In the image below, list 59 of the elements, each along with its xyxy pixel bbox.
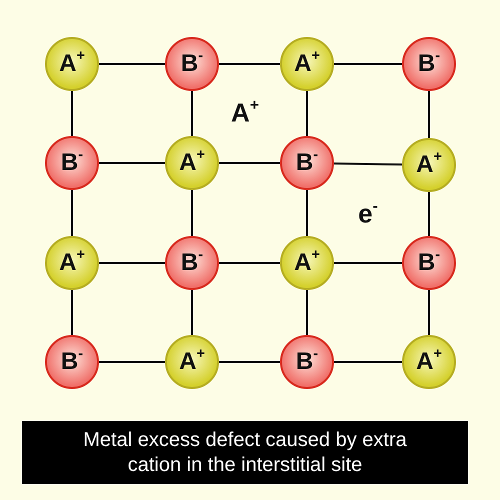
cation-circle	[280, 37, 334, 91]
connector-line	[334, 361, 402, 363]
ion-symbol: B$^{-}$	[418, 50, 440, 78]
ion-symbol: A$^{+}$	[179, 348, 205, 376]
connector-line	[71, 290, 73, 335]
anion-circle	[280, 136, 334, 190]
anion-circle	[165, 236, 219, 290]
ion-symbol: A$^{+}$	[294, 50, 320, 78]
ion-symbol: A$^{+}$	[59, 50, 85, 78]
anion-circle	[45, 136, 99, 190]
connector-line	[334, 262, 402, 264]
anion-circle	[280, 335, 334, 389]
connector-line	[219, 63, 280, 65]
connector-line	[99, 63, 165, 65]
anion-circle	[165, 37, 219, 91]
connector-line	[71, 91, 73, 136]
ion-symbol: A$^{+}$	[416, 151, 442, 179]
cation-circle	[165, 136, 219, 190]
connector-line	[191, 91, 193, 136]
ion-symbol: B$^{-}$	[418, 249, 440, 277]
ion-symbol: B$^{-}$	[60, 348, 84, 376]
anion-circle	[402, 236, 456, 290]
cation-circle	[45, 37, 99, 91]
cation-circle	[402, 138, 456, 192]
connector-line	[306, 290, 308, 335]
connector-line	[428, 290, 430, 335]
ion-symbol: A$^{+}$	[179, 149, 205, 177]
cation-circle	[280, 236, 334, 290]
ion-symbol: B$^{-}$	[60, 149, 84, 177]
cation-circle	[165, 335, 219, 389]
connector-line	[428, 192, 430, 236]
anion-circle	[402, 37, 456, 91]
ion-symbol: B$^{-}$	[180, 249, 204, 277]
connector-line	[219, 361, 280, 363]
connector-line	[306, 91, 308, 136]
ion-symbol: A$^{+}$	[294, 249, 320, 277]
connector-line	[219, 262, 280, 264]
connector-line	[71, 190, 73, 236]
connector-line	[334, 162, 402, 166]
connector-line	[334, 63, 402, 65]
connector-line	[219, 162, 280, 164]
connector-line	[99, 262, 165, 264]
anion-circle	[45, 335, 99, 389]
connector-line	[99, 361, 165, 363]
ion-symbol: A$^{+}$	[416, 348, 442, 376]
ion-symbol: B$^{-}$	[296, 348, 318, 376]
cation-circle	[45, 236, 99, 290]
cation-circle	[402, 335, 456, 389]
ion-symbol: B$^{-}$	[296, 149, 318, 177]
connector-line	[428, 91, 430, 138]
caption: Metal excess defect caused by extra cation in the interstitial site	[82, 428, 408, 478]
connector-line	[99, 162, 165, 164]
connector-line	[306, 190, 308, 236]
connector-line	[191, 290, 193, 335]
ion-symbol: A$^{+}$	[59, 249, 85, 277]
interstitial-ion-label: A$^{+}$	[231, 98, 259, 128]
connector-line	[191, 190, 193, 236]
electron-label: e$^{-}$	[358, 198, 378, 230]
ion-symbol: B$^{-}$	[180, 50, 204, 78]
